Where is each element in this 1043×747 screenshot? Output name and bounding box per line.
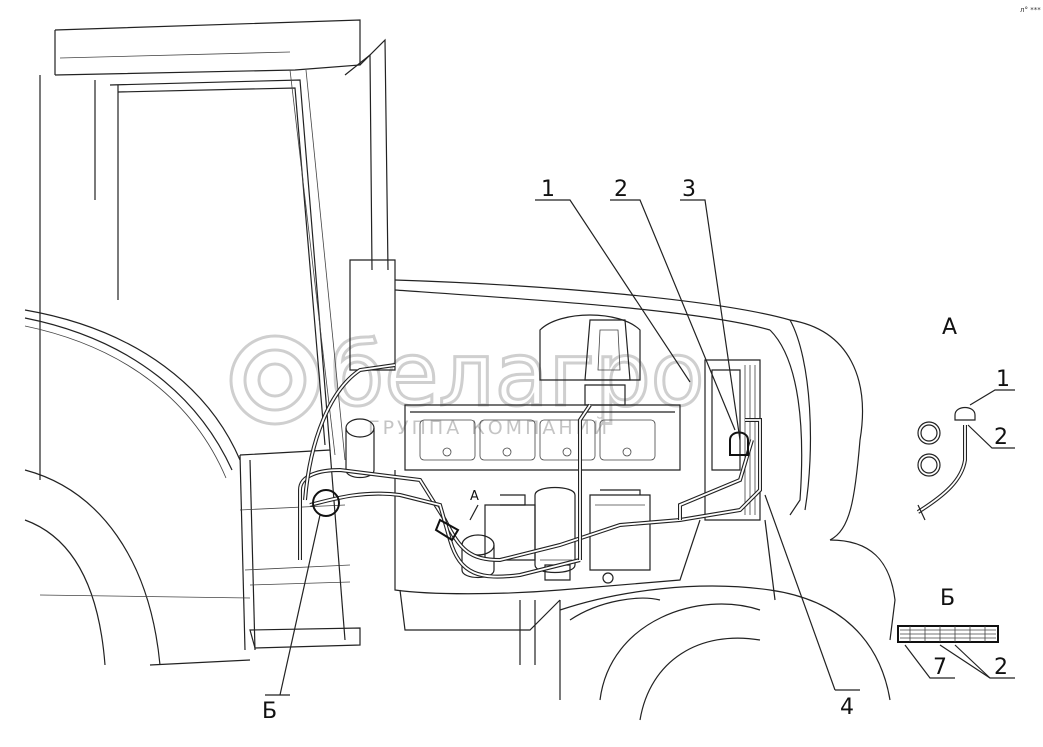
watermark-logo-icon xyxy=(229,334,321,426)
front-wheel xyxy=(559,519,896,721)
callouts: 1 2 3 4 Б А xyxy=(262,177,860,724)
callout-a-small: А xyxy=(470,489,479,504)
watermark-brand: белагро xyxy=(330,323,705,426)
detail-a-title: А xyxy=(942,315,957,340)
harness-pipes xyxy=(298,363,762,579)
callout-b-main: Б xyxy=(262,699,277,724)
watermark: белагро ГРУППА КОМПАНИЙ xyxy=(229,322,706,439)
corner-mark: л° *** xyxy=(1020,6,1041,14)
detail-b-callout-7: 7 xyxy=(933,655,947,680)
hood xyxy=(349,259,864,541)
detail-b: Б 7 2 xyxy=(897,586,1015,680)
detail-b-callout-2: 2 xyxy=(994,655,1008,680)
callout-4: 4 xyxy=(840,695,854,720)
detail-a: А 1 2 xyxy=(916,315,1015,521)
watermark-subtitle: ГРУППА КОМПАНИЙ xyxy=(368,416,610,439)
callout-2: 2 xyxy=(614,177,628,202)
engine xyxy=(345,314,761,665)
detail-b-title: Б xyxy=(940,586,955,611)
rear-fender xyxy=(24,309,251,666)
callout-3: 3 xyxy=(682,177,696,202)
detail-a-callout-2: 2 xyxy=(994,425,1008,450)
callout-1: 1 xyxy=(541,177,555,202)
detail-a-callout-1: 1 xyxy=(996,367,1010,392)
